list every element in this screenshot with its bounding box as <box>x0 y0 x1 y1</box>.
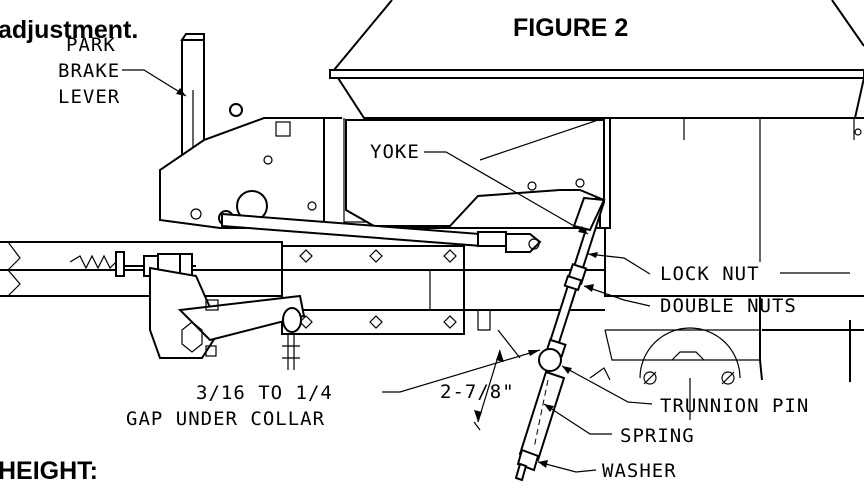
label-yoke-callout: YOKE <box>370 141 589 235</box>
adjuster-spring <box>69 251 196 279</box>
label-brake: BRAKE <box>58 60 120 82</box>
label-gap-line2: GAP UNDER COLLAR <box>126 408 325 430</box>
park-brake-assembly <box>159 33 325 229</box>
intro-text-fragment: adjustment. <box>0 16 138 44</box>
label-trunnion-pin-callout: TRUNNION PIN <box>561 365 809 417</box>
label-trunnion-pin: TRUNNION PIN <box>660 395 809 417</box>
label-lever: LEVER <box>58 86 120 108</box>
label-dimension: 2-7/8" <box>440 381 515 403</box>
label-yoke: YOKE <box>370 141 420 163</box>
hopper-body <box>329 0 864 262</box>
label-spring: SPRING <box>620 425 695 447</box>
label-spring-callout: SPRING <box>543 403 695 447</box>
label-dimension-callout: 2-7/8" <box>440 381 515 403</box>
label-lock-nut: LOCK NUT <box>660 263 760 285</box>
label-gap-line1: 3/16 TO 1/4 <box>196 382 333 404</box>
section-heading-height: HEIGHT: <box>0 457 98 483</box>
dimension-2-7-8 <box>473 329 521 431</box>
brake-rod <box>221 212 542 253</box>
frame-beam <box>0 241 605 335</box>
label-washer: WASHER <box>602 460 677 482</box>
lower-bell-crank <box>149 266 306 370</box>
label-washer-callout: WASHER <box>537 460 677 482</box>
yoke-bracket <box>345 117 605 227</box>
label-lock-nut-callout: LOCK NUT <box>587 252 850 285</box>
label-park: PARK <box>66 34 116 56</box>
label-park-brake-lever: PARK BRAKE LEVER <box>58 34 187 108</box>
label-gap-callout: 3/16 TO 1/4 GAP UNDER COLLAR <box>126 349 541 430</box>
brake-pull-rod <box>514 196 606 482</box>
trunnion-bracket <box>589 327 741 420</box>
label-double-nuts: DOUBLE NUTS <box>660 295 797 317</box>
label-double-nuts-callout: DOUBLE NUTS <box>583 284 797 317</box>
figure-title: FIGURE 2 <box>513 14 628 42</box>
